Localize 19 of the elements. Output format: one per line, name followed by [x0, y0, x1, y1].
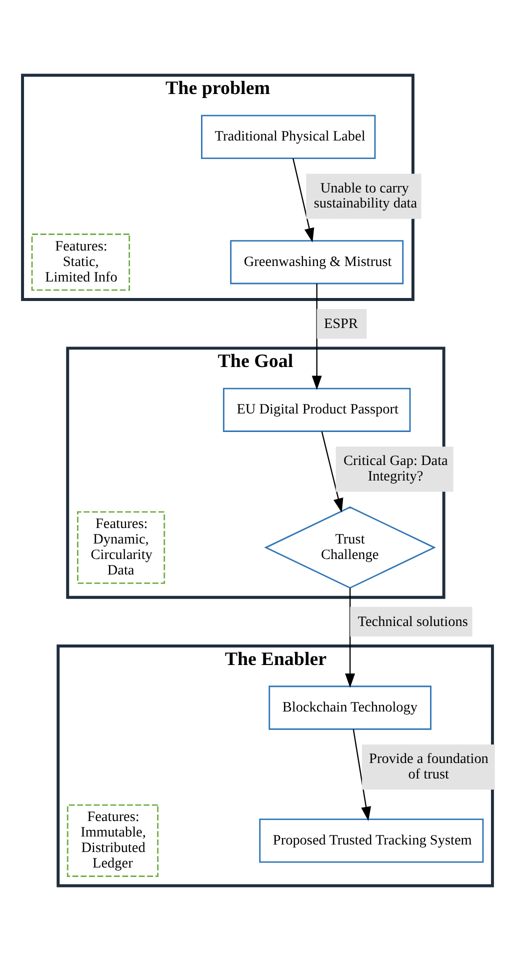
node-box: Proposed Trusted Tracking System	[259, 818, 484, 863]
edge-label: Critical Gap: Data Integrity?	[344, 453, 448, 485]
node-box: Greenwashing & Mistrust	[230, 240, 404, 284]
node-diamond: Trust Challenge	[264, 506, 436, 589]
node-box: Features: Immutable, Distributed Ledger	[66, 804, 159, 877]
edge-label: Provide a foundation of trust	[369, 751, 488, 782]
node-box: Traditional Physical Label	[201, 114, 376, 160]
node-box: Blockchain Technology	[268, 686, 432, 730]
arrow	[352, 729, 372, 821]
arrow	[312, 284, 322, 390]
node-box: Features: Dynamic, Circularity Data	[77, 511, 166, 584]
node-box: EU Digital Product Passport	[222, 388, 411, 432]
arrow	[321, 431, 344, 513]
arrow	[292, 158, 314, 242]
edge-label: Technical solutions	[358, 614, 468, 630]
edge-label: ESPR	[324, 316, 358, 332]
node-box: Features: Static, Limited Info	[31, 234, 130, 291]
edge-label: Unable to carry sustainability data	[314, 180, 418, 212]
arrow	[345, 588, 356, 688]
